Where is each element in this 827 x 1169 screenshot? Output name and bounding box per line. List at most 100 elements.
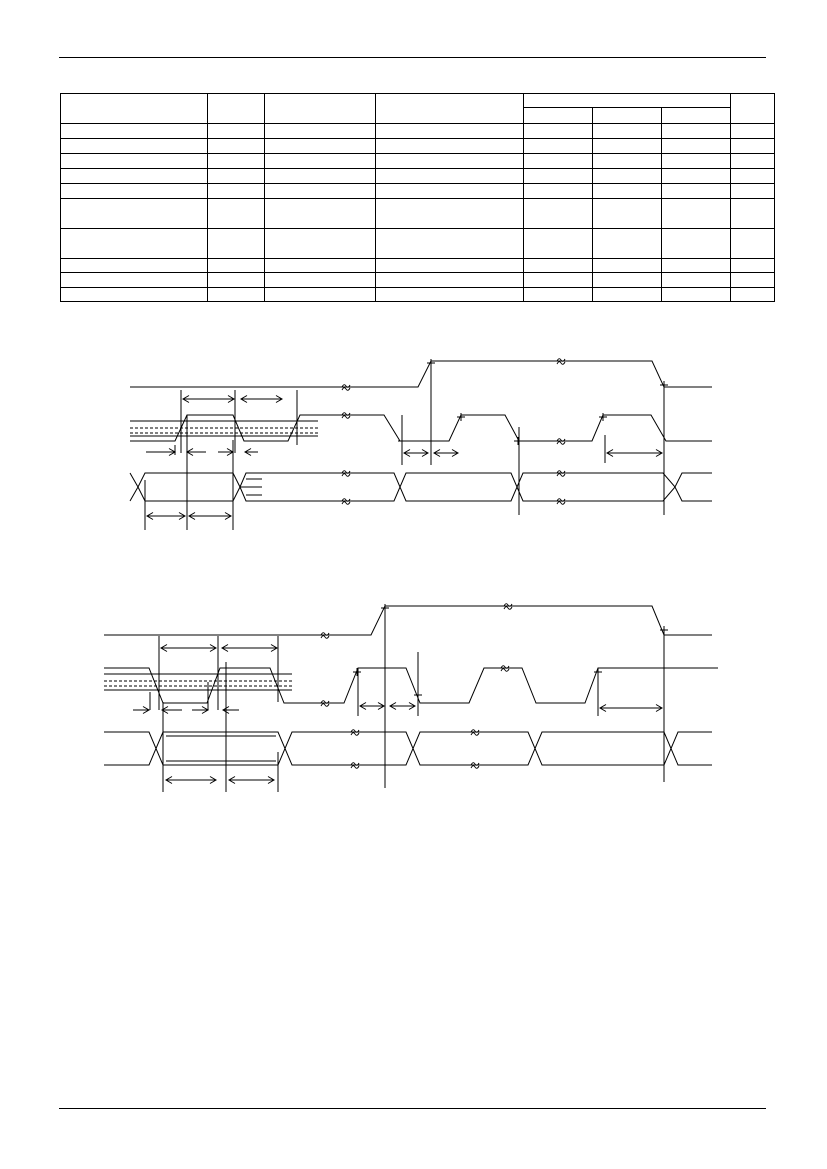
timing-diagram-2 — [104, 603, 718, 792]
table-cell — [375, 272, 524, 288]
table-row — [60, 138, 776, 154]
table-cell — [375, 123, 524, 139]
header-cell — [730, 93, 776, 124]
arrowhead — [655, 449, 663, 457]
arrowhead — [186, 448, 194, 456]
table-cell — [730, 183, 776, 199]
arrowhead — [389, 702, 397, 710]
bus-edge — [129, 486, 139, 502]
arrowhead — [433, 449, 441, 457]
table-cell — [730, 168, 776, 184]
arrowhead — [222, 706, 230, 714]
data-bus-low — [137, 472, 712, 502]
table-cell — [207, 123, 265, 139]
table-cell — [592, 198, 662, 229]
table-cell — [207, 258, 265, 273]
arrowhead — [359, 702, 367, 710]
header-subcell — [523, 107, 593, 124]
table-cell — [660, 123, 732, 139]
table-cell — [375, 153, 524, 169]
table-cell — [264, 228, 376, 259]
table-cell — [730, 153, 776, 169]
break-mark — [470, 762, 480, 769]
arrowhead — [226, 448, 234, 456]
arrowhead — [228, 776, 236, 784]
arrowhead — [403, 449, 411, 457]
control-line-top — [130, 360, 712, 388]
table-cell — [730, 272, 776, 288]
table-cell — [60, 228, 208, 259]
table-cell — [264, 138, 376, 154]
table-cell — [592, 168, 662, 184]
arrowhead — [377, 702, 385, 710]
arrowhead — [201, 706, 209, 714]
break-mark — [341, 470, 351, 477]
table-cell — [207, 287, 265, 302]
arrowhead — [606, 449, 614, 457]
table-cell — [264, 272, 376, 288]
table-cell — [207, 272, 265, 288]
arrowhead — [267, 776, 275, 784]
table-cell — [207, 198, 265, 229]
table-cell — [730, 287, 776, 302]
table-cell — [592, 123, 662, 139]
table-cell — [523, 287, 593, 302]
table-cell — [660, 228, 732, 259]
table-cell — [592, 228, 662, 259]
table-cell — [60, 153, 208, 169]
arrowhead — [227, 395, 235, 403]
table-row — [60, 258, 776, 273]
table-cell — [523, 138, 593, 154]
break-mark — [350, 762, 360, 769]
table-cell — [207, 183, 265, 199]
table-row — [60, 123, 776, 139]
table-cell — [592, 183, 662, 199]
table-cell — [523, 228, 593, 259]
table-cell — [264, 183, 376, 199]
table-cell — [592, 287, 662, 302]
table-cell — [523, 198, 593, 229]
table-cell — [264, 153, 376, 169]
data-bus-lower — [104, 731, 712, 766]
footer-rule — [59, 1108, 766, 1109]
table-cell — [264, 123, 376, 139]
table-cell — [60, 123, 208, 139]
table-cell — [660, 138, 732, 154]
control-line-top — [104, 605, 712, 636]
break-mark — [320, 700, 330, 707]
header-subcell — [660, 107, 732, 124]
table-cell — [592, 272, 662, 288]
table-row — [60, 168, 776, 184]
table-cell — [523, 272, 593, 288]
table-cell — [264, 168, 376, 184]
table-cell — [660, 272, 732, 288]
header-cell — [60, 93, 208, 124]
table-cell — [730, 138, 776, 154]
table-row — [60, 228, 776, 259]
break-mark — [341, 498, 351, 505]
clock-waveform — [104, 667, 718, 704]
bus-edge — [129, 472, 139, 488]
arrowhead — [182, 395, 190, 403]
table-cell — [660, 198, 732, 229]
break-mark — [320, 632, 330, 639]
break-mark — [341, 412, 351, 419]
table-cell — [207, 168, 265, 184]
arrowhead — [209, 776, 217, 784]
table-row — [60, 272, 776, 288]
arrowhead — [168, 448, 176, 456]
arrowhead — [160, 644, 168, 652]
table-cell — [660, 183, 732, 199]
table-cell — [660, 258, 732, 273]
clock-waveform — [130, 414, 712, 442]
table-cell — [60, 168, 208, 184]
arrowhead — [188, 512, 196, 520]
table-cell — [592, 258, 662, 273]
table-cell — [523, 183, 593, 199]
arrowhead — [142, 706, 150, 714]
table-cell — [375, 183, 524, 199]
arrowhead — [209, 644, 217, 652]
arrowhead — [451, 449, 459, 457]
table-cell — [592, 138, 662, 154]
table-cell — [60, 272, 208, 288]
